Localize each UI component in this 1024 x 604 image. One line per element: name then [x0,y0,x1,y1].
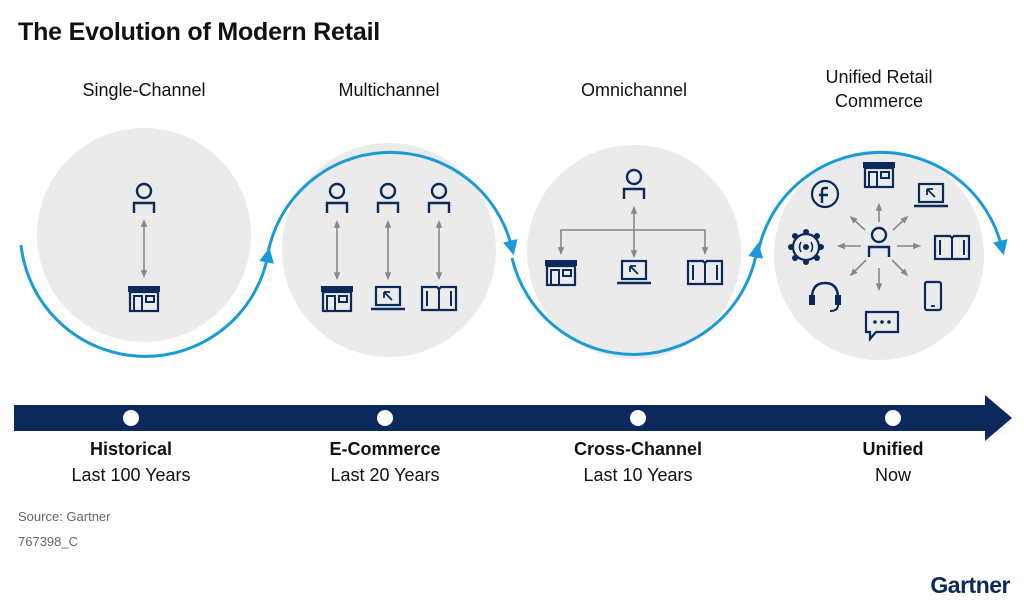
flow-arc-3 [510,242,764,356]
page-title: The Evolution of Modern Retail [18,18,381,46]
timeline-era-cross-channel: Cross-Channel Last 10 Years [528,436,748,488]
era-span: Last 20 Years [330,465,440,485]
timeline-era-ecommerce: E-Commerce Last 20 Years [275,436,495,488]
headset-icon [809,281,841,312]
figure-code: 767398_C [18,534,78,549]
iot-hub-icon [788,229,824,265]
flow-arc-1 [19,244,274,358]
stage-label-multichannel: Multichannel [338,80,440,100]
stage-label-unified: Unified Retail Commerce [825,67,933,111]
era-span: Now [874,465,911,485]
era-name: Historical [89,439,173,459]
facebook-icon [810,179,840,209]
stage-label-single-channel: Single-Channel [82,80,206,100]
era-span: Last 10 Years [583,465,693,485]
source-note: Source: Gartner [18,509,111,524]
timeline-arrow [14,395,1012,441]
timeline-dot [377,410,393,426]
smartphone-icon [923,280,943,312]
timeline-dot [885,410,901,426]
flow-arc-2 [265,150,518,259]
era-span: Last 100 Years [71,465,191,485]
flow-arc-4 [755,150,1008,259]
timeline-era-historical: Historical Last 100 Years [21,436,241,488]
era-name: E-Commerce [329,439,441,459]
stage-label-omnichannel: Omnichannel [580,80,688,100]
era-name: Cross-Channel [573,439,703,459]
chat-icon [864,310,900,342]
timeline-era-unified: Unified Now [783,436,1003,488]
timeline-dot [123,410,139,426]
timeline-dot [630,410,646,426]
brand-logo: Gartner [930,572,1010,598]
era-name: Unified [862,439,924,459]
